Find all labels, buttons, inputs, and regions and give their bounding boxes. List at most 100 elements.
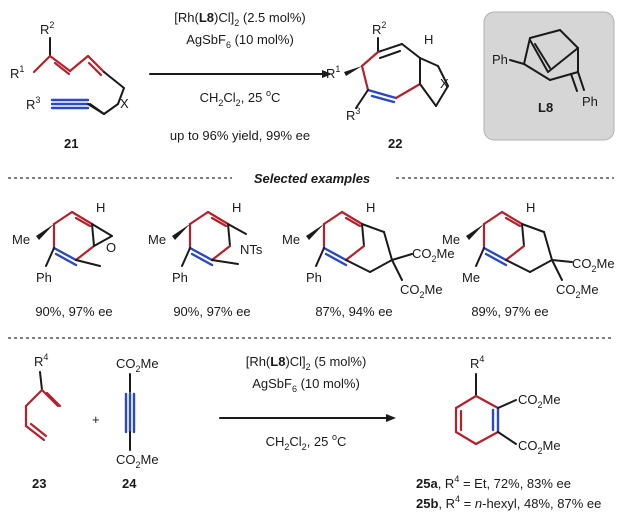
- example-4: Me Me H CO2Me CO2Me 89%, 97% ee: [442, 200, 615, 319]
- ph-label: Ph: [306, 270, 322, 285]
- bond: [361, 223, 365, 247]
- bond-double: [379, 50, 401, 59]
- bond-red: [24, 388, 44, 408]
- yield-label: 90%, 97% ee: [35, 304, 112, 319]
- bond-blue: [482, 246, 508, 262]
- bottom-solvent: CH2Cl2, 25 oC: [266, 432, 347, 452]
- bond: [91, 223, 95, 247]
- example-1: Me Ph H O 90%, 97% ee: [12, 200, 116, 319]
- yield-label: 87%, 94% ee: [315, 304, 392, 319]
- bond-red: [48, 54, 72, 73]
- wedge-bond: [306, 224, 324, 240]
- bond: [45, 247, 55, 267]
- bond-blue: [322, 246, 348, 262]
- ester-label: CO2Me: [116, 452, 159, 470]
- result-25b: 25b, R4 = n-hexyl, 48%, 87% ee: [416, 494, 601, 511]
- bond-red-double: [344, 216, 362, 228]
- bond: [521, 223, 525, 247]
- r1-label: R1: [326, 64, 340, 81]
- top-reaction-arrow: [149, 70, 332, 78]
- me-label: Me: [442, 232, 460, 247]
- bond-red: [210, 244, 232, 262]
- bond: [401, 43, 421, 59]
- bond-double: [570, 73, 578, 92]
- wedge-bond: [36, 224, 54, 240]
- r4-label: R4: [34, 352, 48, 369]
- h-label: H: [526, 200, 535, 215]
- bond: [577, 71, 585, 91]
- bond: [315, 247, 325, 267]
- bond-red: [360, 64, 370, 92]
- bottom-catalyst: [Rh(L8)Cl]2 (5 mol%): [246, 354, 367, 372]
- bond-red-double: [74, 216, 92, 228]
- ester-label: CO2Me: [116, 356, 159, 374]
- bond-blue: [188, 246, 214, 262]
- alkyne-24: CO2Me CO2Me 24: [116, 356, 159, 491]
- bond: [391, 253, 413, 261]
- bond: [523, 37, 531, 65]
- bond: [391, 259, 403, 281]
- bond-red-double: [210, 216, 228, 228]
- x-label: X: [120, 96, 129, 111]
- bond-blue-double: [370, 94, 396, 104]
- compound-id-21: 21: [64, 136, 78, 151]
- bond: [103, 103, 119, 115]
- bond: [523, 63, 551, 81]
- bond-red: [394, 82, 422, 100]
- bond-red: [360, 50, 380, 68]
- top-catalyst: [Rh(L8)Cl]2 (2.5 mol%): [174, 10, 305, 28]
- bond: [559, 29, 579, 49]
- compound-id-24: 24: [122, 476, 137, 491]
- bond-blue: [366, 88, 398, 100]
- h-label: H: [366, 200, 375, 215]
- bond: [75, 259, 101, 267]
- top-additive: AgSbF6 (10 mol%): [186, 32, 294, 50]
- ester-label: CO2Me: [518, 438, 561, 456]
- bond: [521, 223, 545, 233]
- me-label: Me: [12, 232, 30, 247]
- r3-label: R3: [346, 106, 360, 123]
- arrow-head: [386, 414, 396, 422]
- bond: [355, 89, 369, 109]
- bond: [529, 29, 561, 39]
- bond-red: [344, 244, 366, 262]
- bond-red: [188, 210, 210, 226]
- ligand-box-bg: [483, 11, 615, 141]
- bond-red: [70, 210, 94, 226]
- top-outcome: up to 96% yield, 99% ee: [170, 128, 310, 143]
- diene-23: R4 23: [24, 352, 62, 491]
- bottom-additive: AgSbF6 (10 mol%): [252, 376, 360, 394]
- bond-red: [206, 210, 230, 226]
- bond: [437, 65, 449, 87]
- bond: [39, 371, 43, 391]
- bond-red-double: [87, 61, 103, 77]
- compound-id-l8: L8: [538, 100, 553, 115]
- bond: [497, 431, 517, 445]
- me-label: Me: [148, 232, 166, 247]
- bond-red: [474, 430, 500, 446]
- section-title: Selected examples: [254, 171, 370, 186]
- bond: [419, 83, 437, 107]
- reactant-21: R2 R1 R3 X 21: [10, 20, 129, 151]
- bond: [369, 259, 393, 273]
- bond: [475, 247, 485, 267]
- bond-blue-double: [324, 252, 348, 267]
- bottom-reaction-arrow: [219, 414, 396, 422]
- bond: [419, 57, 439, 67]
- result-25a: 25a, R4 = Et, 72%, 83% ee: [416, 474, 571, 491]
- arrow-head: [322, 70, 332, 78]
- ph-label: Ph: [172, 270, 188, 285]
- bond: [505, 259, 531, 273]
- bond-red: [340, 210, 364, 226]
- ph-label: Ph: [36, 270, 52, 285]
- bond-red: [52, 210, 74, 226]
- bond: [547, 47, 579, 73]
- wedge-bond: [172, 224, 190, 240]
- bond: [497, 399, 517, 409]
- ester-label: CO2Me: [400, 282, 443, 300]
- bond-red: [74, 244, 96, 262]
- ester-label: CO2Me: [556, 282, 599, 300]
- ester-label: CO2Me: [572, 256, 615, 274]
- ph-label: Ph: [582, 94, 598, 109]
